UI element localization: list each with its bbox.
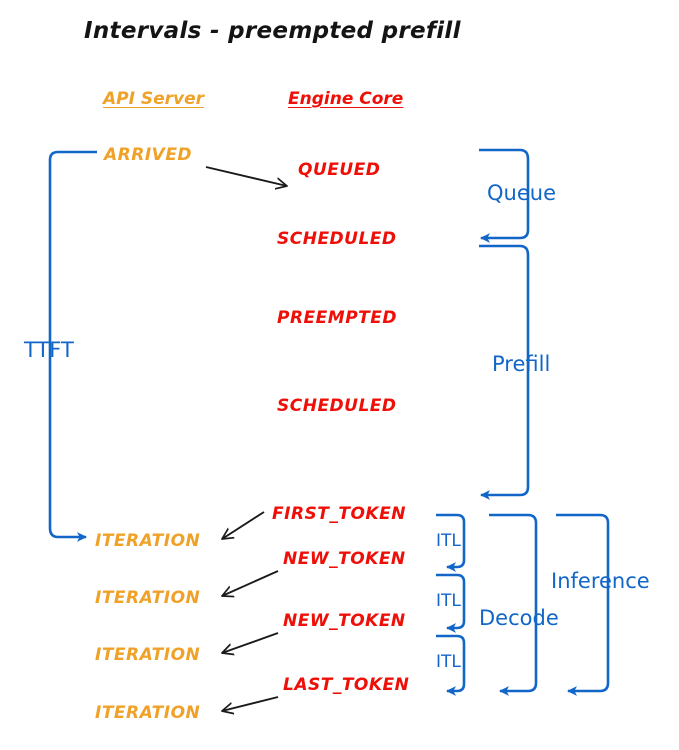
bracket-ttft [48,150,97,542]
bracket-queue [479,148,530,243]
event-iteration-4: ITERATION [95,703,201,723]
event-new-token-1: NEW_TOKEN [283,549,406,569]
arrow-arrived-to-queued [205,166,287,186]
arrow-last-token [222,696,279,711]
event-iteration-2: ITERATION [95,588,201,608]
arrow-new-token-1 [222,570,279,596]
page-title: Intervals - preempted prefill [84,18,461,44]
interval-label-itl-1: ITL [436,531,461,551]
interval-label-itl-3: ITL [436,652,461,672]
bracket-inference [556,513,610,696]
event-preempted: PREEMPTED [277,308,397,328]
bracket-decode [489,513,538,696]
interval-label-prefill: Prefill [492,352,551,376]
bracket-itl-1 [436,513,466,572]
interval-label-queue: Queue [487,181,556,205]
interval-label-inference: Inference [551,569,650,593]
arrow-first-token [222,511,265,539]
column-header-engine-core: Engine Core [288,89,404,109]
column-header-api-server: API Server [103,89,205,109]
event-scheduled-1: SCHEDULED [277,229,397,249]
interval-label-itl-2: ITL [436,591,461,611]
event-arrived: ARRIVED [104,145,193,165]
event-iteration-1: ITERATION [95,531,201,551]
bracket-prefill [479,244,530,500]
arrow-new-token-2 [222,632,279,653]
interval-label-decode: Decode [479,606,559,630]
event-last-token: LAST_TOKEN [283,675,410,695]
bracket-itl-3 [436,634,466,696]
event-queued: QUEUED [298,160,381,180]
event-new-token-2: NEW_TOKEN [283,611,406,631]
interval-label-ttft: TTFT [24,338,74,362]
event-scheduled-2: SCHEDULED [277,396,397,416]
event-iteration-3: ITERATION [95,645,201,665]
bracket-itl-2 [436,573,466,633]
event-first-token: FIRST_TOKEN [272,504,406,524]
